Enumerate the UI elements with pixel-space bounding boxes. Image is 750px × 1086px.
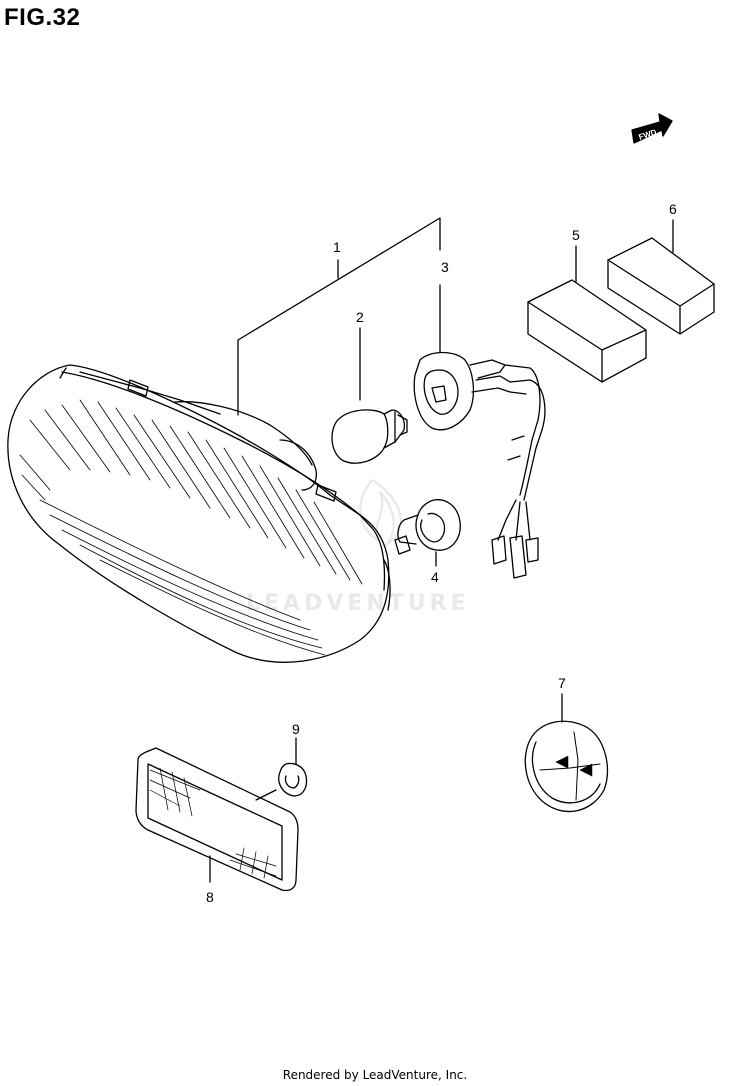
callout-3: 3 <box>441 259 449 275</box>
callout-8: 8 <box>206 889 214 905</box>
callout-4: 4 <box>431 569 439 585</box>
figure-title: FIG.32 <box>4 4 81 31</box>
leader-line-9 <box>255 737 297 801</box>
tail-lamp-housing <box>7 364 411 663</box>
watermark-flame-icon <box>359 479 402 546</box>
callout-9: 9 <box>292 721 300 737</box>
callout-5: 5 <box>572 227 580 243</box>
callout-7: 7 <box>558 675 566 691</box>
socket-harness <box>413 351 546 579</box>
grommet <box>397 499 461 551</box>
callout-1: 1 <box>333 239 341 255</box>
fwd-arrow-icon: FWD <box>631 113 673 144</box>
reflector <box>135 747 299 892</box>
leader-line-1 <box>237 217 441 416</box>
callout-2: 2 <box>356 309 364 325</box>
box-5 <box>527 279 647 383</box>
footer-credit: Rendered by LeadVenture, Inc. <box>282 1068 468 1082</box>
watermark-text: LEADVENTURE <box>246 591 470 616</box>
grommet-small <box>278 762 308 797</box>
callout-6: 6 <box>669 201 677 217</box>
round-lens <box>524 720 609 813</box>
box-6 <box>607 237 715 335</box>
bulb <box>331 409 408 464</box>
